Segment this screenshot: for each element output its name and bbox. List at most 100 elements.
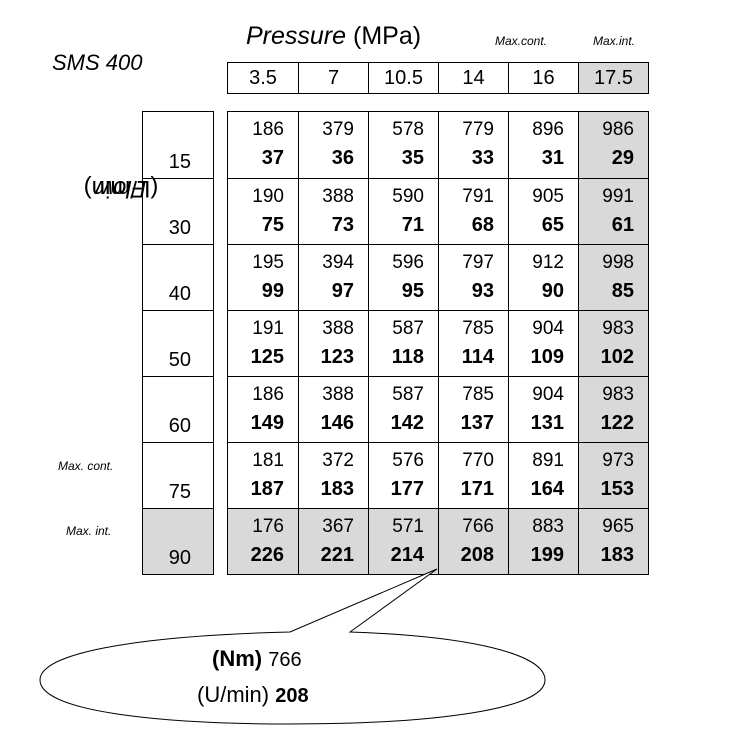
speed-value: 199	[530, 544, 564, 566]
pressure-header-cell: 17.5	[578, 63, 648, 93]
legend-speed-value: 208	[275, 685, 309, 707]
speed-value: 208	[460, 544, 494, 566]
flow-value: 75	[168, 481, 191, 503]
speed-value: 171	[460, 478, 494, 500]
torque-value: 181	[252, 450, 284, 471]
torque-value: 587	[392, 318, 424, 339]
speed-value: 118	[391, 346, 424, 368]
torque-value: 785	[462, 384, 494, 405]
torque-value: 896	[532, 119, 564, 140]
speed-value: 29	[611, 147, 634, 169]
pressure-header-cell: 16	[508, 63, 578, 93]
max-cont-top-label: Max.cont.	[495, 34, 548, 48]
torque-value: 576	[392, 450, 424, 471]
speed-value: 221	[320, 544, 354, 566]
speed-value: 31	[541, 147, 564, 169]
torque-value: 797	[462, 252, 494, 273]
torque-value: 779	[462, 119, 494, 140]
flow-value: 50	[168, 349, 191, 371]
speed-value: 73	[331, 214, 354, 236]
torque-value: 766	[462, 516, 494, 537]
speed-value: 109	[530, 346, 564, 368]
torque-value: 587	[392, 384, 424, 405]
legend-speed-unit: (U/min)	[197, 682, 270, 707]
pressure-header-cell: 7	[298, 63, 368, 93]
pressure-header-cell: 14	[438, 63, 508, 93]
speed-value: 35	[401, 147, 424, 169]
legend-torque-value: 766	[268, 649, 302, 671]
speed-value: 97	[331, 280, 354, 302]
max-int-top-label: Max.int.	[593, 34, 636, 48]
speed-value: 131	[530, 412, 564, 434]
flow-cell: 50	[143, 310, 213, 376]
torque-value: 883	[532, 516, 564, 537]
torque-value: 983	[602, 384, 634, 405]
torque-value: 904	[532, 384, 564, 405]
speed-value: 71	[401, 214, 424, 236]
flow-cell: 30	[143, 178, 213, 244]
speed-value: 146	[320, 412, 354, 434]
speed-value: 123	[320, 346, 354, 368]
model-name: SMS 400	[52, 50, 143, 75]
speed-value: 37	[261, 147, 284, 169]
speed-value: 149	[250, 412, 284, 434]
flow-value: 15	[168, 151, 191, 173]
torque-value: 191	[252, 318, 284, 339]
torque-value: 785	[462, 318, 494, 339]
torque-value: 904	[532, 318, 564, 339]
speed-value: 36	[331, 147, 354, 169]
speed-value: 114	[461, 346, 494, 368]
torque-value: 372	[322, 450, 354, 471]
legend-torque-unit: (Nm)	[212, 646, 263, 671]
torque-value: 190	[252, 186, 284, 207]
speed-value: 164	[530, 478, 564, 500]
flow-cell: 15	[143, 112, 213, 178]
torque-value: 379	[322, 119, 354, 140]
speed-value: 65	[541, 214, 564, 236]
pressure-title-unit: (MPa)	[353, 22, 422, 50]
torque-value: 998	[602, 252, 634, 273]
speed-value: 137	[460, 412, 494, 434]
torque-value: 578	[392, 119, 424, 140]
flow-cell: 90	[143, 508, 213, 574]
flow-value: 60	[168, 415, 191, 437]
torque-value: 388	[322, 186, 354, 207]
torque-value: 388	[322, 384, 354, 405]
torque-value: 367	[322, 516, 354, 537]
torque-value: 905	[532, 186, 564, 207]
torque-value: 186	[252, 119, 284, 140]
flow-value: 30	[168, 217, 191, 239]
flow-cell: 40	[143, 244, 213, 310]
torque-value: 770	[462, 450, 494, 471]
